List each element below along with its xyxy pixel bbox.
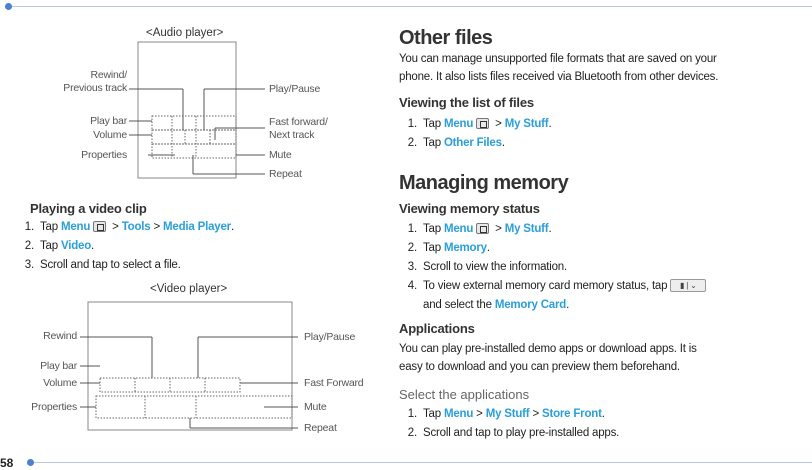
label-play-bar: Play bar [90,115,127,127]
audio-properties-row [151,143,237,159]
label-video-mute: Mute [304,401,327,413]
audio-controls-row [151,115,237,131]
audio-player-caption: <Audio player> [146,27,224,39]
applications-paragraph-1: You can play pre-installed demo apps or … [399,343,697,355]
video-clip-heading: Playing a video clip [30,201,147,216]
memory-step-2: 2.Tap Memory. [407,242,490,254]
menu-icon [93,221,107,233]
label-play-pause: Play/Pause [269,83,321,95]
label-video-play-bar: Play bar [40,360,77,372]
applications-step-2: 2.Scroll and tap to play pre-installed a… [407,427,620,439]
my-stuff-link[interactable]: My Stuff [504,118,549,130]
memory-selector-icon[interactable]: ▮ | ⌄ [670,279,707,293]
label-video-play-pause: Play/Pause [304,331,356,343]
bottom-rule-dot [27,459,34,466]
bottom-rule [30,462,812,463]
label-mute: Mute [269,149,292,161]
memory-card-link[interactable]: Memory Card [494,299,567,311]
label-properties: Properties [81,149,127,161]
menu-link[interactable]: Menu [443,408,474,420]
top-rule-dot [5,3,12,10]
menu-link[interactable]: Menu [443,118,474,130]
applications-heading: Applications [399,321,475,336]
menu-icon [476,223,490,235]
menu-icon [476,118,490,130]
viewing-memory-heading: Viewing memory status [399,201,540,216]
my-stuff-link[interactable]: My Stuff [485,408,530,420]
other-files-title: Other files [399,27,493,49]
managing-memory-title: Managing memory [399,172,569,194]
label-video-properties: Properties [31,401,77,413]
video-step-1: 1.Tap Menu > Tools > Media Player. [24,221,234,233]
menu-link[interactable]: Menu [60,221,91,233]
my-stuff-link[interactable]: My Stuff [504,223,549,235]
label-next-track: Next track [269,129,315,141]
other-files-link[interactable]: Other Files [443,137,502,149]
tools-link[interactable]: Tools [121,221,151,233]
viewing-list-heading: Viewing the list of files [399,95,534,110]
audio-volume-row [151,129,237,145]
label-video-repeat: Repeat [304,422,337,434]
label-repeat: Repeat [269,168,302,180]
select-applications-heading: Select the applications [399,387,530,402]
video-player-caption: <Video player> [150,283,228,295]
video-step-3: 3.Scroll and tap to select a file. [24,259,181,271]
label-volume: Volume [93,129,127,141]
other-files-step-2: 2.Tap Other Files. [407,137,505,149]
store-front-link[interactable]: Store Front [541,408,602,420]
memory-step-1: 1.Tap Menu > My Stuff. [407,223,552,235]
video-step-2: 2.Tap Video. [24,240,95,252]
label-previous-track: Previous track [63,82,127,94]
other-files-step-1: 1.Tap Menu > My Stuff. [407,118,552,130]
top-rule [8,6,812,7]
video-link[interactable]: Video [60,240,92,252]
memory-step-4-continued: and select the Memory Card. [423,299,570,311]
other-files-paragraph: You can manage unsupported file formats … [399,53,719,83]
audio-player-frame [137,41,237,179]
video-player-frame [87,301,293,431]
label-rewind: Rewind/ [90,69,127,81]
page-number: 58 [0,456,14,470]
video-properties-row [95,395,293,419]
label-video-rewind: Rewind [43,330,77,342]
media-player-link[interactable]: Media Player [163,221,231,233]
label-video-volume: Volume [43,377,77,389]
memory-step-4: 4.To view external memory card memory st… [399,277,707,295]
applications-paragraph-2: easy to download and you can preview the… [399,361,680,373]
label-video-fast-forward: Fast Forward [304,377,364,389]
memory-step-3: 3.Scroll to view the information. [407,261,568,273]
memory-link[interactable]: Memory [443,242,487,254]
label-fast-forward: Fast forward/ [269,116,328,128]
applications-step-1: 1.Tap Menu > My Stuff > Store Front. [407,408,605,420]
menu-link[interactable]: Menu [443,223,474,235]
